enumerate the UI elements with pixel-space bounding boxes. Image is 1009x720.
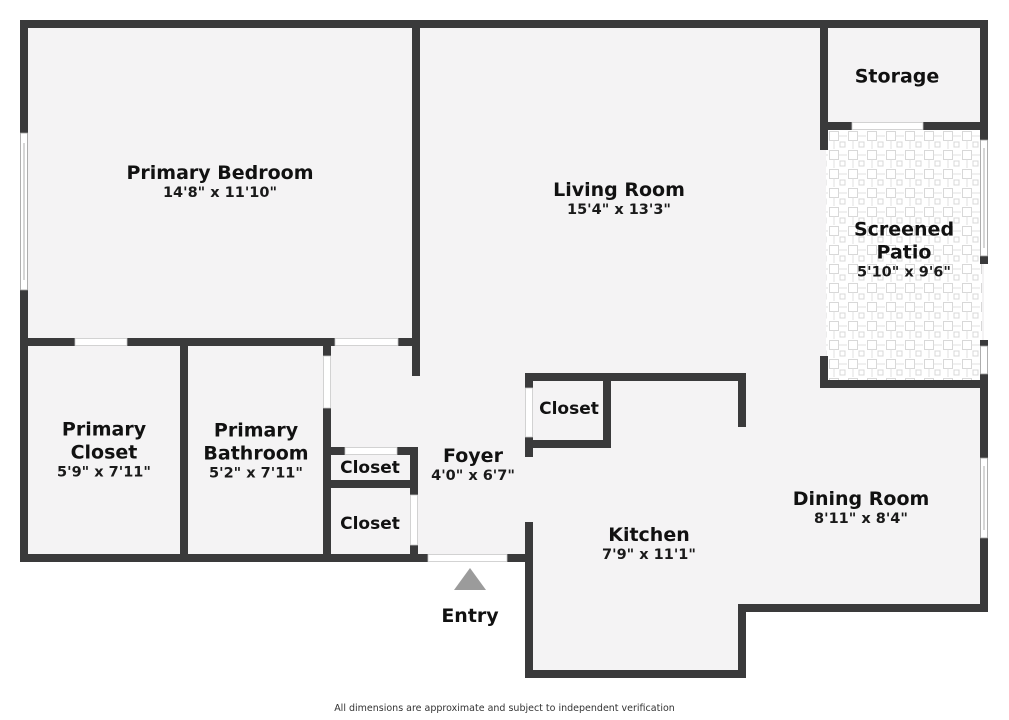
room-name: Living Room [553, 178, 685, 201]
disclaimer-footer: All dimensions are approximate and subje… [334, 703, 675, 714]
wall-top [20, 20, 988, 28]
wall-kitchen-bottom [525, 670, 746, 678]
wall-storage-left [820, 20, 828, 150]
door-bath [323, 355, 331, 409]
room-name: Dining Room [792, 487, 930, 510]
room-closet-upper: Closet [340, 458, 400, 478]
windows [20, 132, 988, 539]
wall-left-lower [20, 290, 28, 562]
room-storage: Storage [855, 66, 940, 89]
storage-floor [826, 26, 982, 124]
wall-closet-bath [180, 338, 188, 562]
room-name-line2: Closet [70, 441, 138, 464]
door-closet-lower [410, 494, 418, 546]
wall-kclosest-top [525, 373, 746, 381]
wall-kitchen-stub [738, 373, 746, 427]
wall-closet-top-b [397, 447, 418, 455]
room-dimensions: 15'4" x 13'3" [567, 201, 671, 218]
room-name-line1: Primary [61, 418, 147, 441]
wall-left-upper [20, 20, 28, 133]
floor-main [24, 24, 984, 674]
wall-right-e [980, 538, 988, 612]
room-dimensions: 5'9" x 7'11" [57, 464, 151, 481]
room-dimensions: 8'11" x 8'4" [814, 510, 908, 527]
room-dimensions: 7'9" x 11'1" [602, 546, 696, 563]
wall-kcloset-left-b [525, 437, 533, 457]
wall-right-c [980, 340, 988, 346]
room-name: Storage [854, 65, 940, 88]
wall-patio-left-lower [820, 356, 828, 388]
room-primary-closet: Primary Closet 5'9" x 7'11" [57, 419, 151, 482]
window-patio-right-lower [980, 345, 988, 375]
room-closet-kitchen: Closet [539, 399, 599, 419]
door-storage [851, 122, 924, 130]
wall-kcloset-left-a [525, 373, 533, 388]
room-name: Primary Bedroom [126, 161, 314, 184]
wall-storage-bottom-a [820, 122, 852, 130]
room-dimensions: 5'10" x 9'6" [857, 264, 951, 281]
wall-closet-right-b [410, 545, 418, 562]
room-name-line2: Bathroom [203, 442, 309, 465]
room-name: Closet [340, 513, 400, 534]
floor-areas [24, 24, 984, 674]
room-kitchen: Kitchen 7'9" x 11'1" [602, 524, 696, 564]
wall-closet-right-a [410, 447, 418, 495]
room-foyer: Foyer 4'0" x 6'7" [431, 445, 515, 485]
room-dimensions: 4'0" x 6'7" [431, 467, 515, 484]
wall-closet-mid [323, 480, 418, 488]
room-dining-room: Dining Room 8'11" x 8'4" [793, 488, 930, 528]
wall-dining-bottom [738, 604, 988, 612]
wall-right-b [980, 256, 988, 264]
wall-bedroom-bottom-a [20, 338, 75, 346]
room-screened-patio: Screened Patio 5'10" x 9'6" [854, 219, 954, 282]
room-name: Kitchen [608, 523, 690, 546]
room-primary-bedroom: Primary Bedroom 14'8" x 11'10" [126, 162, 313, 202]
door-bedroom-foyer [334, 338, 399, 346]
room-living-room: Living Room 15'4" x 13'3" [553, 179, 685, 219]
wall-bedroom-bottom-b [127, 338, 335, 346]
room-name: Foyer [443, 444, 503, 467]
room-closet-lower: Closet [340, 514, 400, 534]
wall-kitchen-left [525, 522, 533, 678]
room-name-line1: Primary [213, 419, 299, 442]
door-closet-upper [344, 447, 398, 455]
room-dimensions: 14'8" x 11'10" [162, 184, 278, 201]
wall-bedroom-bottom-c [398, 338, 420, 346]
wall-right-a [980, 20, 988, 140]
wall-storage-bottom-b [923, 122, 988, 130]
door-closet-bedroom [74, 338, 128, 346]
room-primary-bathroom: Primary Bathroom 5'2" x 7'11" [203, 420, 308, 483]
walls [20, 20, 988, 678]
wall-kcloset-right [603, 373, 611, 448]
room-name: Closet [539, 398, 599, 419]
wall-bath-right-a [323, 338, 331, 356]
wall-kcloset-bottom [525, 440, 611, 448]
door-entry [427, 554, 508, 562]
patio-floor [826, 128, 982, 384]
wall-closet-top-a [323, 447, 345, 455]
wall-right-d [980, 374, 988, 458]
room-name-line1: Screened [853, 218, 955, 241]
wall-patio-bottom [820, 380, 988, 388]
door-openings [74, 122, 924, 562]
door-kitchen-closet [525, 387, 533, 438]
room-dimensions: 5'2" x 7'11" [209, 465, 303, 482]
entry-label: Entry [441, 605, 499, 627]
entry-triangle-icon [454, 568, 486, 590]
room-name-line2: Patio [876, 241, 932, 264]
wall-bedroom-right [412, 20, 420, 376]
wall-bottom-entry-right [507, 554, 533, 562]
room-name: Closet [340, 457, 400, 478]
wall-bottom-left [20, 554, 428, 562]
wall-kitchen-right [738, 604, 746, 678]
